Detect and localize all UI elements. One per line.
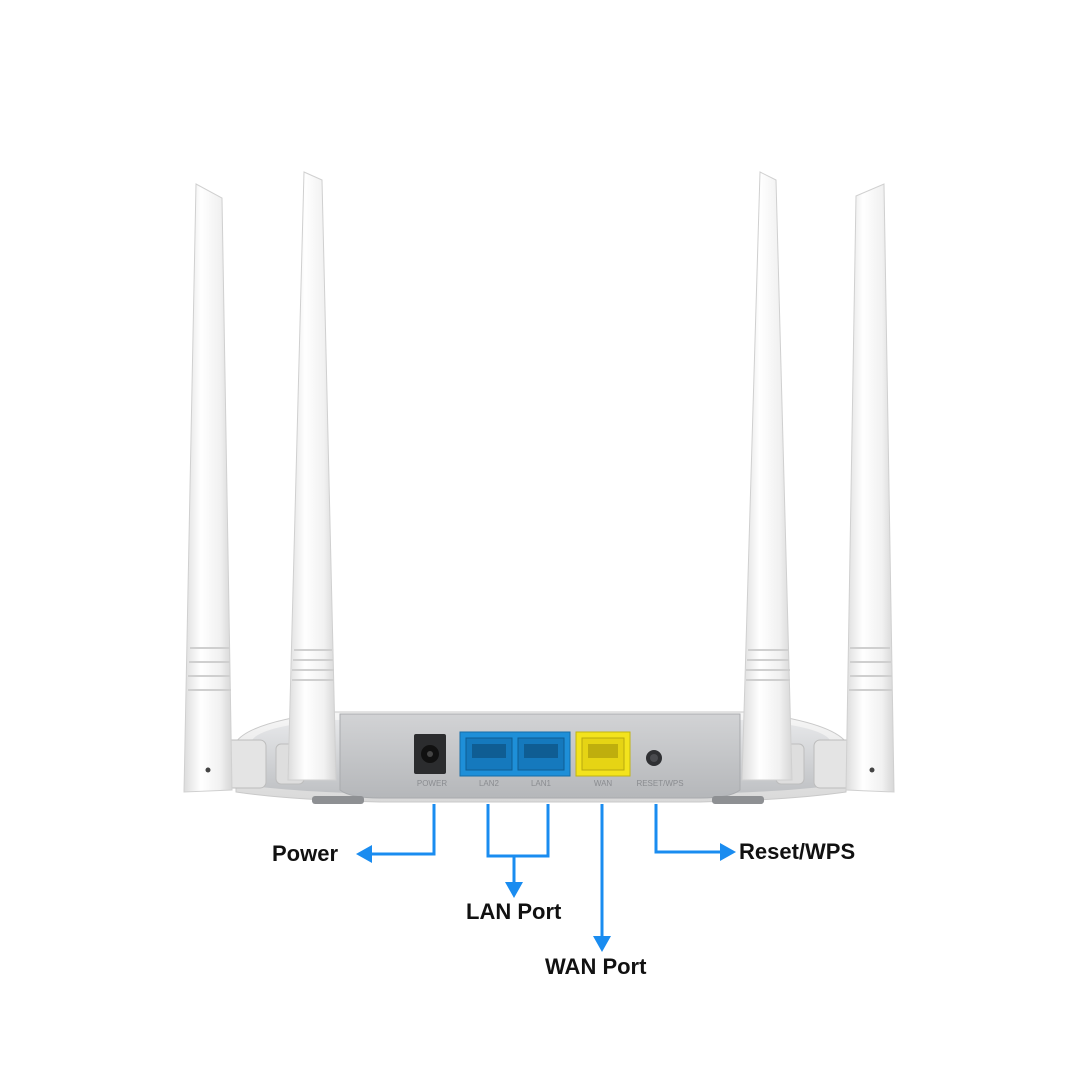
port-label-reset-wps: RESET/WPS [636,779,683,788]
wan-port [575,731,631,777]
power-arrow-line [370,804,436,856]
power-arrowhead [356,845,372,863]
lan-ports [459,731,571,777]
lan-arrowhead [505,882,523,898]
port-label-group: POWER LAN2 LAN1 WAN RESET/WPS [417,779,684,788]
port-label-lan2: LAN2 [479,779,500,788]
antenna-outer-left [183,183,233,793]
port-label-power: POWER [417,779,447,788]
reset-wps-label: Reset/WPS [739,839,856,864]
power-label: Power [272,841,339,866]
callout-arrows [370,804,722,938]
reset-wps-button [646,750,662,766]
port-label-wan: WAN [594,779,613,788]
lan-arrow-line [486,804,550,884]
antenna-inner-right [741,171,793,781]
port-label-lan1: LAN1 [531,779,552,788]
power-port [414,734,446,774]
callout-arrowheads [356,843,736,952]
reset-arrow-line [654,804,722,854]
wan-port-label: WAN Port [545,954,647,979]
wan-arrowhead [593,936,611,952]
antenna-inner-left [287,171,337,781]
lan-port-label: LAN Port [466,899,562,924]
antenna-outer-right [845,183,895,793]
reset-arrowhead [720,843,736,861]
